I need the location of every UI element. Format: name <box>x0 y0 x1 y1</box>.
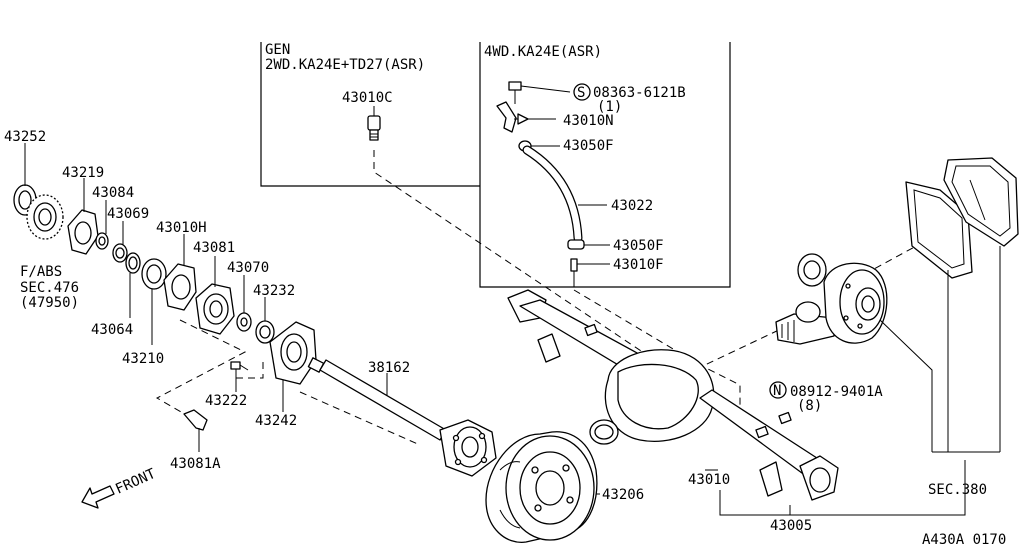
washer-43069 <box>112 221 128 263</box>
label-43210: 43210 <box>122 351 164 367</box>
bolt-43222 <box>230 361 249 392</box>
label-43219: 43219 <box>62 165 104 181</box>
label-43010n: 43010N <box>563 113 614 129</box>
plate-43219 <box>67 178 99 255</box>
label-43010f: 43010F <box>613 257 664 273</box>
diagram-code: A430A 0170 <box>922 532 1006 548</box>
n-symbol-letter: N <box>773 383 781 399</box>
s-symbol-icon <box>573 83 591 101</box>
label-08912-9401a: 08912-9401A <box>790 384 883 400</box>
differential-carrier <box>775 253 933 452</box>
variant-gen-label: GEN <box>265 42 290 58</box>
label-43252: 43252 <box>4 129 46 145</box>
label-43064: 43064 <box>91 322 133 338</box>
variant-2wd-label: 2WD.KA24E+TD27(ASR) <box>265 57 425 73</box>
bearing-43210 <box>141 258 167 345</box>
label-43005: 43005 <box>770 518 812 534</box>
breather-43010c <box>367 106 381 141</box>
brake-drum-43206 <box>485 431 600 543</box>
label-43070: 43070 <box>227 260 269 276</box>
label-08363-6121b: 08363-6121B <box>593 85 686 101</box>
plate-43010h <box>163 234 197 311</box>
label-43050f-top: 43050F <box>563 138 614 154</box>
axle-housing-43010 <box>507 289 966 516</box>
label-43010h: 43010H <box>156 220 207 236</box>
variant-4wd-label: 4WD.KA24E(ASR) <box>484 44 602 60</box>
rear-cover <box>943 157 1019 452</box>
label-43010c: 43010C <box>342 90 393 106</box>
label-43010: 43010 <box>688 472 730 488</box>
label-43084: 43084 <box>92 185 134 201</box>
label-43232: 43232 <box>253 283 295 299</box>
front-arrow-icon <box>81 485 115 509</box>
n-symbol-icon <box>769 381 787 399</box>
label-43206: 43206 <box>602 487 644 503</box>
label-08912-qty: (8) <box>797 398 822 414</box>
label-43222: 43222 <box>205 393 247 409</box>
label-sec380: SEC.380 <box>928 482 987 498</box>
front-label: FRONT <box>113 466 159 498</box>
nut-08912 <box>778 411 792 425</box>
label-38162: 38162 <box>368 360 410 376</box>
axle-shaft-38162 <box>307 357 497 477</box>
label-43069: 43069 <box>107 206 149 222</box>
label-43050f-bottom: 43050F <box>613 238 664 254</box>
breather-hose-assembly <box>496 81 610 287</box>
ring-43064 <box>125 252 141 318</box>
label-sec476-part: (47950) <box>20 295 79 311</box>
gasket <box>905 181 973 452</box>
s-symbol-letter: S <box>577 85 585 101</box>
abs-sensor-rotor <box>26 194 64 240</box>
hub-43081 <box>195 256 235 335</box>
nut-43084 <box>95 200 109 250</box>
label-fabs: F/ABS <box>20 264 62 280</box>
label-43242: 43242 <box>255 413 297 429</box>
label-43081a: 43081A <box>170 456 221 472</box>
variant-box: GEN 2WD.KA24E+TD27(ASR) 4WD.KA24E(ASR) <box>260 42 731 288</box>
label-43081: 43081 <box>193 240 235 256</box>
bolt-43081a <box>183 409 208 452</box>
label-sec476: SEC.476 <box>20 280 79 296</box>
label-43022: 43022 <box>611 198 653 214</box>
label-08363-qty: (1) <box>597 99 622 115</box>
seal-43070 <box>236 275 252 332</box>
bearing-43232 <box>255 297 275 344</box>
